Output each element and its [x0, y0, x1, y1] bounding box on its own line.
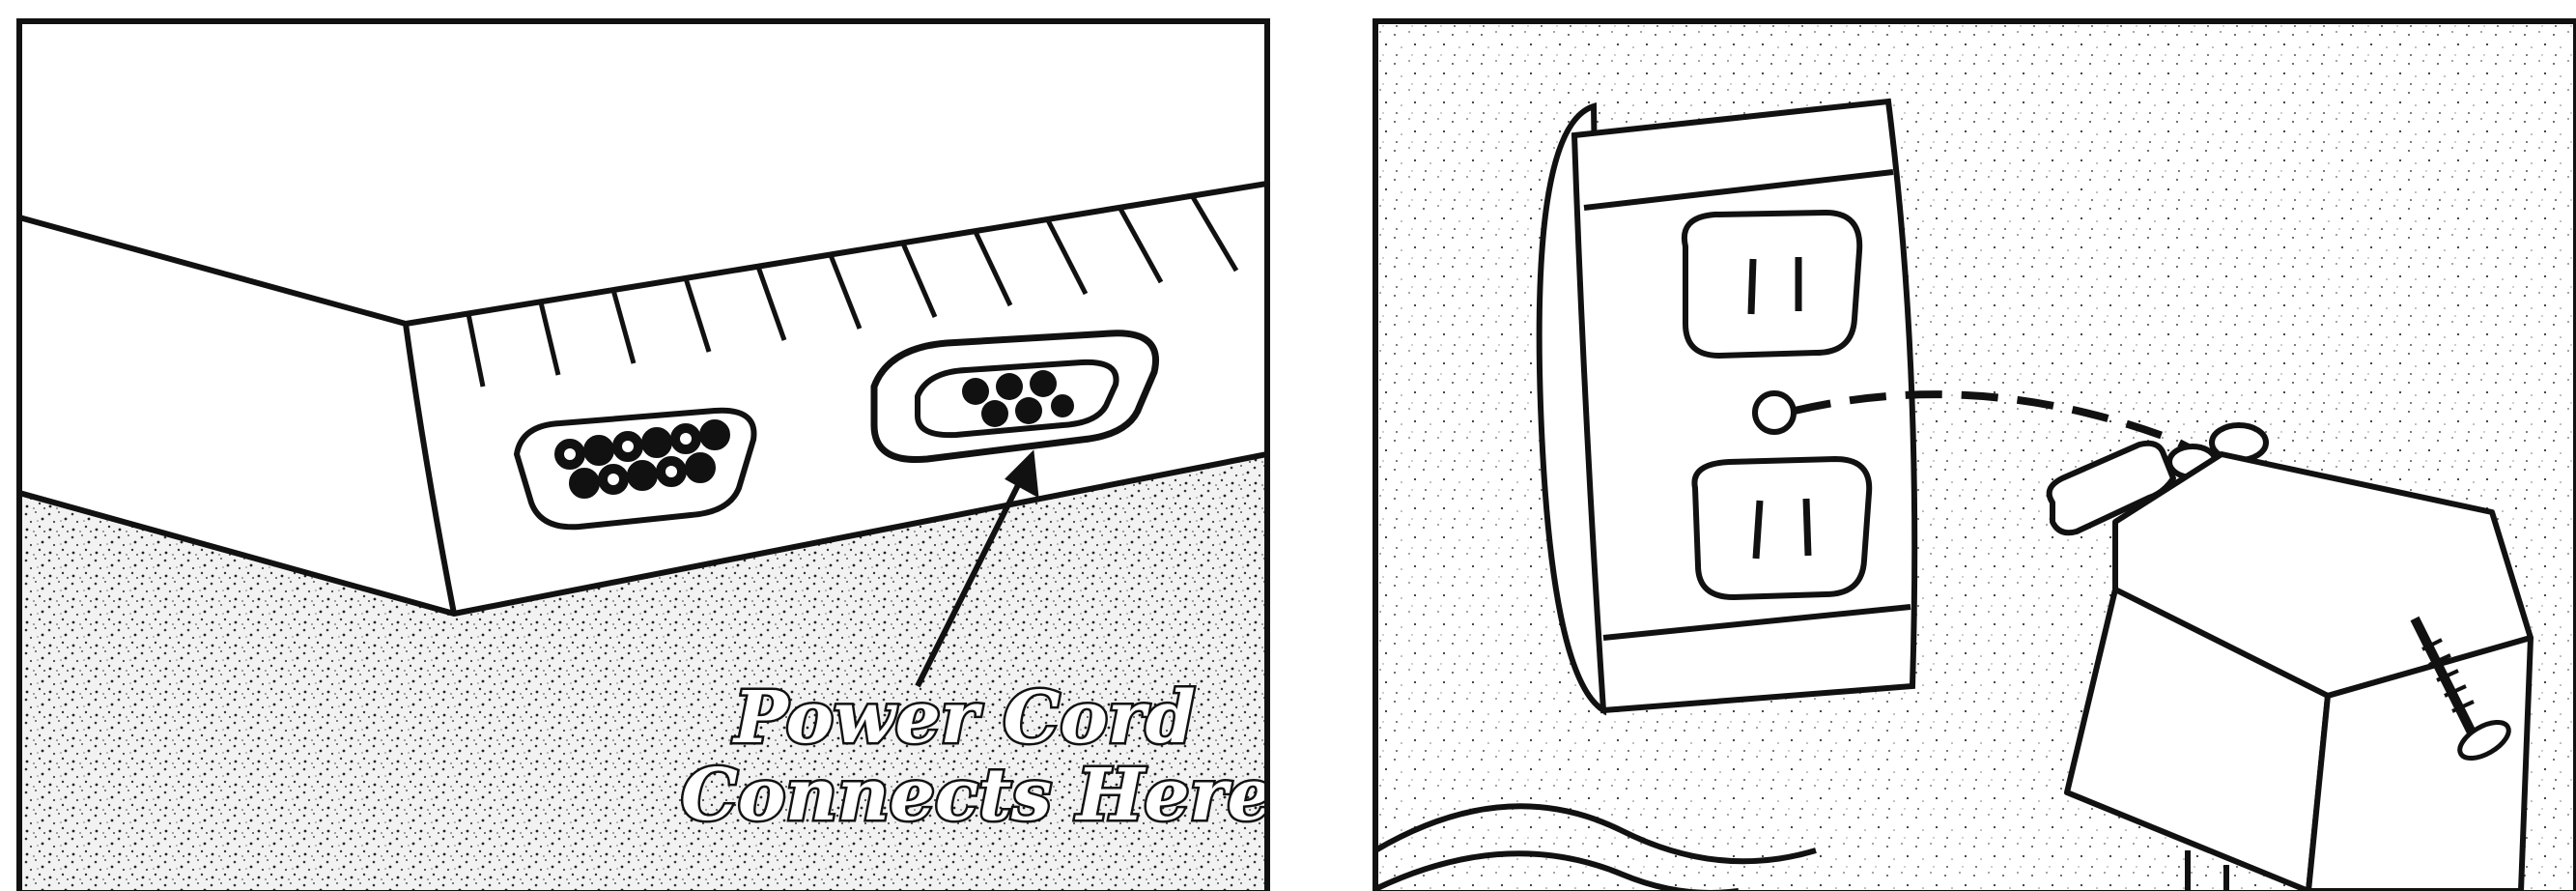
- right-panel: [1375, 21, 2576, 891]
- wall-outlet-icon: [1540, 101, 1915, 710]
- left-panel: Power Cord Connects Here: [19, 21, 1273, 891]
- serial-port-icon: [517, 411, 754, 528]
- callout-line-1: Power Cord: [732, 676, 1196, 760]
- callout-line-2: Connects Here: [681, 754, 1273, 837]
